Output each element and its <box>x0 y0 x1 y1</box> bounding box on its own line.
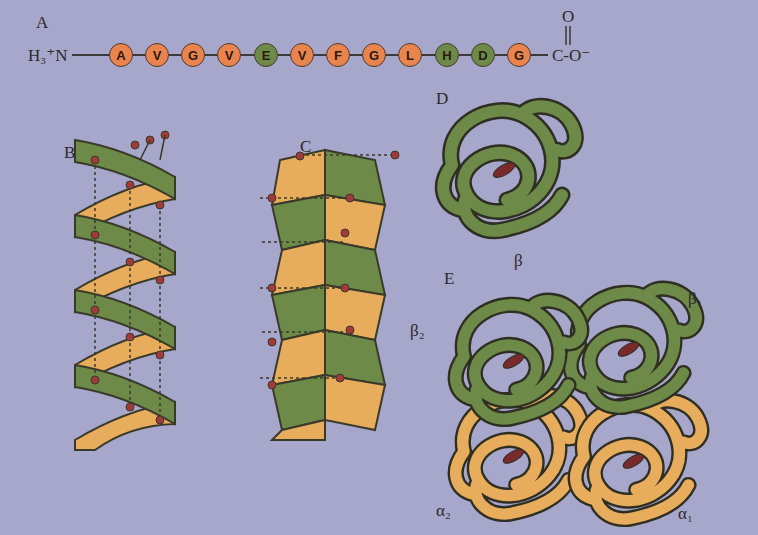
carboxylate-group: C-O⁻ <box>552 47 590 64</box>
amino-acid-letter: G <box>369 49 379 62</box>
amino-acid-letter: V <box>298 49 307 62</box>
amino-acid-letter: D <box>478 49 487 62</box>
amino-acid-letter: G <box>514 49 524 62</box>
beta2-subunit <box>456 301 581 419</box>
amino-acid-letter: G <box>188 49 198 62</box>
amino-acid-letter: A <box>116 49 125 62</box>
amino-acid-circle: V <box>217 43 241 67</box>
part-letter: B <box>64 144 75 161</box>
double-bond <box>565 26 567 45</box>
amino-acid-letter: V <box>225 49 234 62</box>
peptide-bond <box>169 55 181 56</box>
beta1-subunit <box>571 289 696 407</box>
peptide-bond <box>422 55 435 56</box>
part-letter: E <box>444 270 454 287</box>
amino-acid-circle: G <box>362 43 386 67</box>
part-letter: C <box>300 138 311 155</box>
subunit-label: β₂ <box>410 322 425 339</box>
part-letter: A <box>36 14 48 31</box>
subunit-label: α₁ <box>678 505 693 522</box>
oxygen-atom: O <box>562 8 574 25</box>
alpha-helix <box>75 131 175 450</box>
amino-acid-circle: G <box>181 43 205 67</box>
amino-acid-letter: E <box>262 49 271 62</box>
beta-sheet <box>260 150 400 440</box>
amino-acid-circle: G <box>507 43 531 67</box>
peptide-bond <box>314 55 326 56</box>
amino-acid-circle: D <box>471 43 495 67</box>
amino-acid-letter: F <box>334 49 342 62</box>
peptide-bond <box>495 55 507 56</box>
peptide-bond <box>386 55 398 56</box>
peptide-bond <box>133 55 145 56</box>
backbone-line <box>530 54 548 56</box>
peptide-bond <box>350 55 362 56</box>
double-bond <box>569 26 571 45</box>
peptide-bond <box>205 55 217 56</box>
backbone-line <box>72 54 110 56</box>
amino-acid-circle: L <box>398 43 422 67</box>
subunit-label: β <box>514 252 523 269</box>
peptide-bond <box>459 55 471 56</box>
amino-acid-circle: H <box>435 43 459 67</box>
amino-acid-letter: L <box>406 49 414 62</box>
amino-acid-letter: H <box>442 49 451 62</box>
amino-acid-circle: A <box>109 43 133 67</box>
peptide-bond <box>278 55 290 56</box>
peptide-bond <box>241 55 254 56</box>
alpha1-subunit <box>576 401 701 519</box>
subunit-label: α₂ <box>436 502 451 519</box>
amino-acid-letter: V <box>153 49 162 62</box>
tertiary-structure <box>443 106 575 230</box>
part-letter: D <box>436 90 448 107</box>
amine-group: H₃⁺N <box>28 47 67 64</box>
amino-acid-circle: V <box>145 43 169 67</box>
subunit-label: β₁ <box>688 290 703 307</box>
amino-acid-circle: F <box>326 43 350 67</box>
amino-acid-circle: E <box>254 43 278 67</box>
amino-acid-circle: V <box>290 43 314 67</box>
